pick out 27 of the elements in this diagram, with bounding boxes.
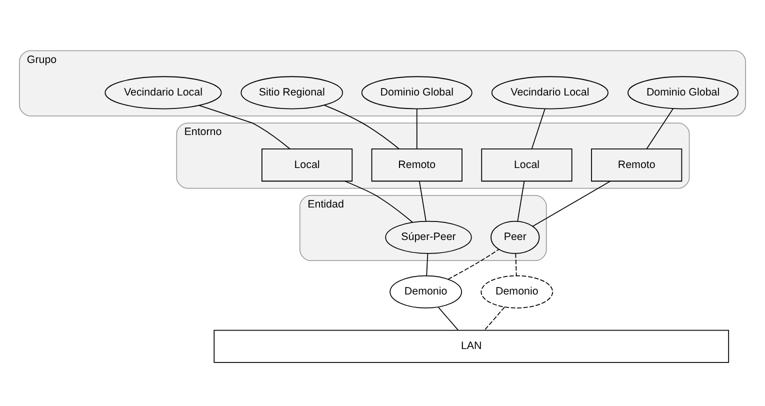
- connector: [198, 104, 290, 150]
- node-ellipse: Vecindario Local: [491, 76, 608, 110]
- node-ellipse: Sitio Regional: [240, 76, 343, 110]
- connector: [515, 253, 517, 276]
- node-ellipse: Dominio Global: [628, 76, 739, 110]
- connector: [426, 253, 428, 276]
- connector: [532, 180, 611, 227]
- connector: [438, 306, 458, 330]
- node-box: Local: [481, 148, 572, 182]
- node-ellipse: Demonio: [390, 275, 462, 308]
- connector: [646, 108, 674, 150]
- connector: [416, 108, 418, 150]
- connector: [324, 104, 400, 150]
- node-ellipse: Vecindario Local: [104, 76, 222, 110]
- node-ellipse: Dominio Global: [361, 76, 472, 110]
- connector: [418, 180, 426, 222]
- node-ellipse: Peer: [490, 220, 540, 254]
- connector: [448, 249, 500, 280]
- connector: [484, 306, 505, 330]
- node-box: LAN: [214, 330, 730, 363]
- node-box: Remoto: [591, 148, 682, 182]
- node-ellipse: Demonio: [480, 275, 554, 308]
- node-box: Remoto: [371, 148, 462, 182]
- node-box: Local: [261, 148, 353, 182]
- node-ellipse: Súper-Peer: [385, 220, 472, 254]
- connector: [517, 180, 525, 222]
- connector: [344, 180, 414, 223]
